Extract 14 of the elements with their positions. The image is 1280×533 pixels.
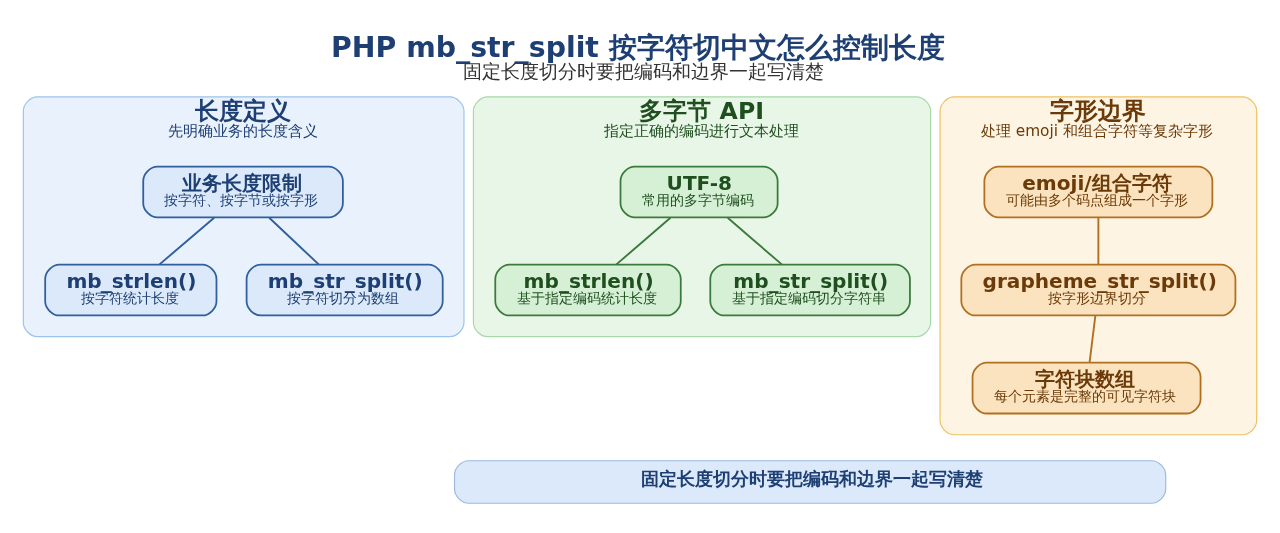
node-box: mb_strlen() 按字符统计长度 (44, 263, 218, 316)
node-box: UTF-8 常用的多字节编码 (619, 165, 779, 218)
connector (158, 216, 216, 266)
connector (1097, 216, 1100, 266)
node-box: 固定长度切分时要把编码和边界一起写清楚 (453, 459, 1167, 504)
connector (615, 216, 672, 266)
connector (1088, 314, 1097, 364)
node-box: 字符块数组 每个元素是完整的可见字符块 (971, 361, 1202, 414)
node-box: 业务长度限制 按字符、按字节或按字形 (142, 165, 344, 218)
node-box: emoji/组合字符 可能由多个码点组成一个字形 (983, 165, 1214, 218)
connector (268, 216, 320, 266)
node-box: grapheme_str_split() 按字形边界切分 (960, 263, 1237, 316)
node-box: mb_strlen() 基于指定编码统计长度 (494, 263, 682, 316)
connector (726, 216, 783, 266)
